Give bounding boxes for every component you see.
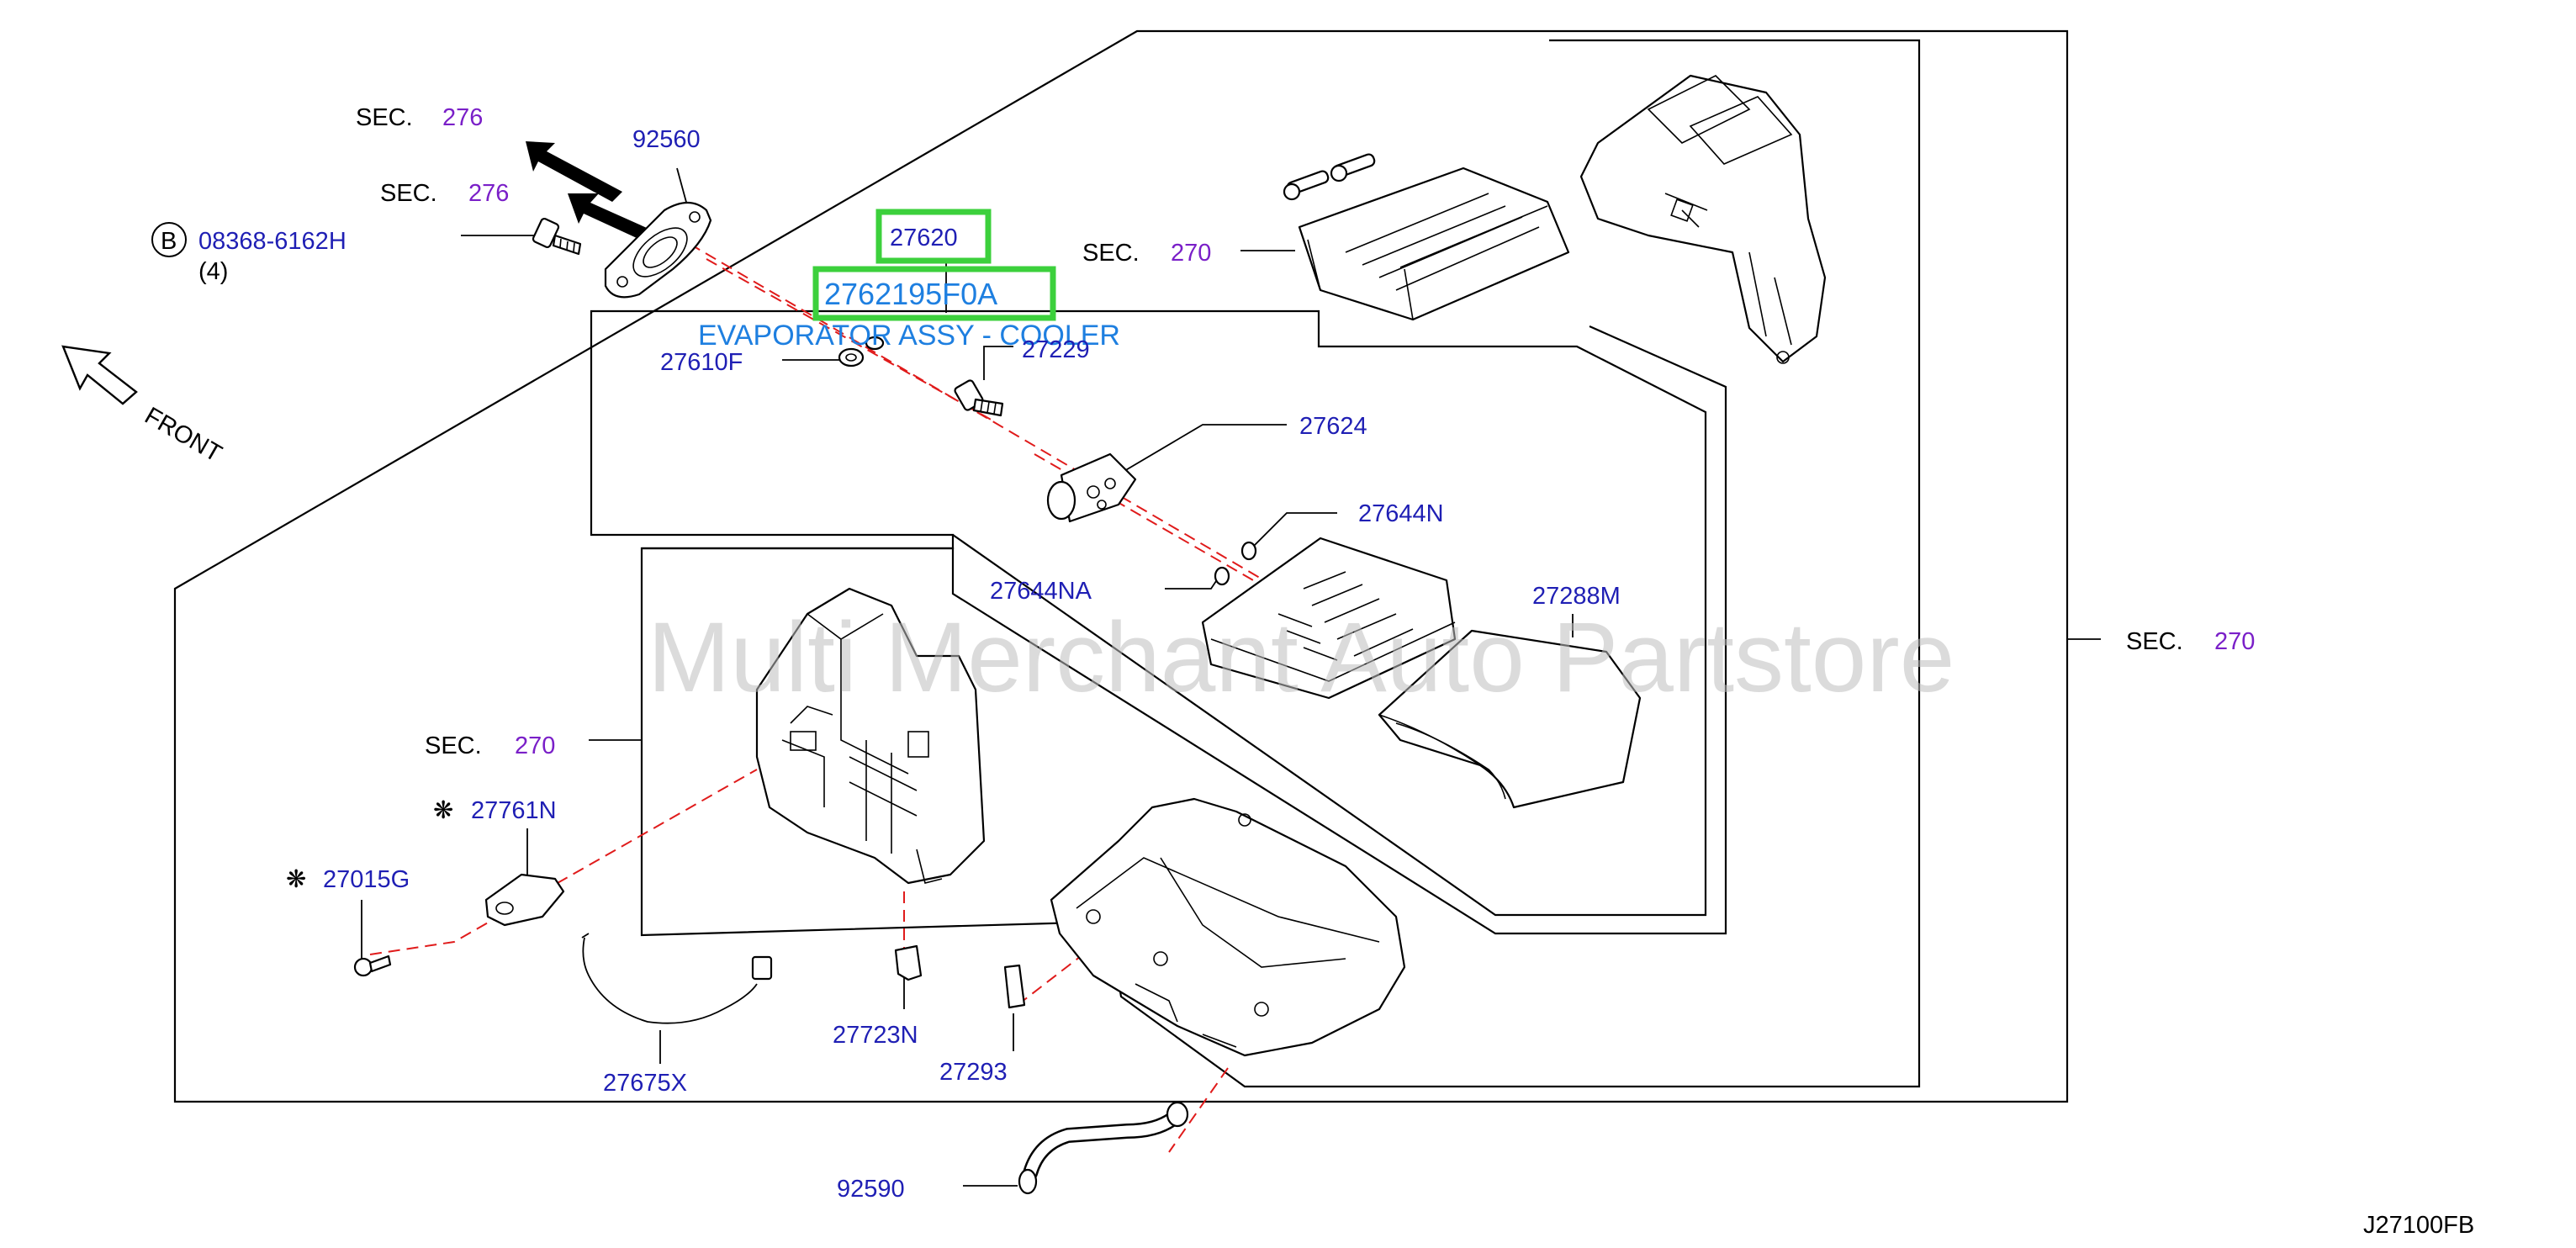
right-inner-box [590,39,1921,1088]
drain-hose-92590-drawing [1018,1101,1189,1195]
oring-27644N-drawing [1240,541,1257,561]
assembly-line-left [369,769,758,955]
sec-prefix: SEC. [2126,628,2183,655]
ac-unit-case-drawing [755,587,986,885]
leader-27229 [983,346,1013,380]
bolt-callout-badge: B [151,222,187,257]
oring-27644NA-drawing [1214,566,1230,586]
part-label-27015G[interactable]: 27015G [323,866,410,893]
clip-27723N-drawing [894,944,923,981]
sec-prefix: SEC. [1082,240,1140,267]
part-label-27624[interactable]: 27624 [1299,413,1367,440]
part-label-27610F[interactable]: 27610F [660,349,743,376]
sec-276-label-upper: SEC. 276 [356,104,483,131]
part-label-08368-6162H[interactable]: 08368-6162H [198,228,346,255]
clip-27293-drawing [1003,964,1026,1009]
sec-number: 270 [515,732,555,759]
evaporator-inner-box [642,325,1727,935]
heater-core-drawing [1283,153,1570,321]
part-label-27293[interactable]: 27293 [939,1059,1008,1086]
evaporator-core-drawing [1201,537,1457,700]
heater-unit-drawing [1579,74,1827,364]
watermark-text: Multi Merchant Auto Partstore [648,602,1954,713]
bolt-27229-drawing [954,379,1004,417]
front-label: FRONT [140,402,227,468]
non-reusable-mark-27015G: ❋ [286,866,306,893]
sec-prefix: SEC. [425,732,482,759]
sec-number: 270 [1171,240,1211,267]
part-label-27620[interactable]: 27620 [890,225,958,251]
sec-prefix: SEC. [356,104,413,131]
main-outline [173,29,2069,1103]
harness-27675X-drawing [581,933,773,1024]
sec276-arrow-lower [568,193,654,242]
leader-27644NA [1165,575,1220,590]
bolt-08368-drawing [532,217,582,256]
part-label-27723N[interactable]: 27723N [833,1022,918,1049]
grommet-92560-drawing [604,201,712,299]
sec-270-label-right: SEC. 270 [2126,628,2255,655]
sec-number: 276 [442,104,483,131]
expansion-valve-27624-drawing [1046,452,1137,523]
sec-270-label-left: SEC. 270 [425,732,555,759]
quantity-label-08368: (4) [198,258,228,285]
diagram-code: J27100FB [2363,1212,2474,1239]
part-description-callout: EVAPORATOR ASSY - COOLER [698,320,1120,352]
sec-270-label-top: SEC. 270 [1082,240,1211,267]
front-arrow-icon [61,345,138,405]
highlight-box-part-number [812,266,1056,321]
sec-number: 276 [468,180,509,207]
leader-27644N [1252,512,1337,547]
part-label-92560[interactable]: 92560 [632,126,701,153]
sensor-27761N-drawing [484,873,565,927]
part-label-27644N[interactable]: 27644N [1358,500,1444,527]
seal-27288M-drawing [1378,629,1642,809]
sec-prefix: SEC. [380,180,437,207]
sec-number: 270 [2214,628,2255,655]
bolt-badge-letter: B [161,228,177,255]
sec276-arrow-upper [526,141,622,202]
leader-27624 [1109,424,1287,480]
screw-27015G-drawing [353,955,392,977]
lower-case-drawing [1050,797,1406,1057]
part-label-27675X[interactable]: 27675X [603,1070,687,1097]
non-reusable-mark-27761N: ❋ [433,797,453,824]
highlight-box-27620 [875,209,992,264]
assembly-line-drain [1168,1067,1229,1153]
part-label-27288M[interactable]: 27288M [1532,583,1621,610]
part-label-27229[interactable]: 27229 [1022,336,1090,363]
oring-27610F-drawing [838,336,885,368]
part-label-27644NA[interactable]: 27644NA [990,578,1092,605]
sec-276-label-lower: SEC. 276 [380,180,509,207]
part-number-callout[interactable]: 2762195F0A [824,277,997,311]
part-label-92590[interactable]: 92590 [837,1176,905,1203]
part-label-27761N[interactable]: 27761N [471,797,557,824]
